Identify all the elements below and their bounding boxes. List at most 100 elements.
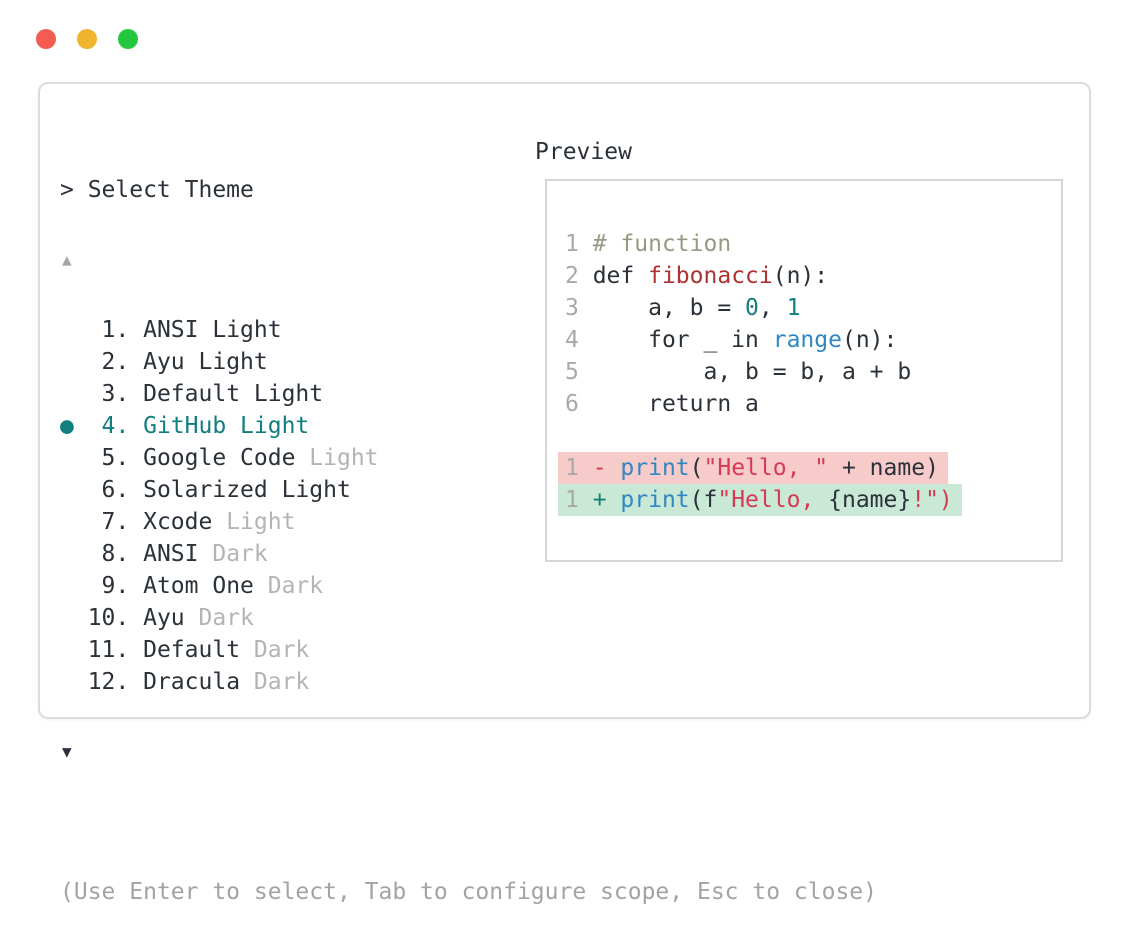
item-number: 8. bbox=[73, 541, 144, 567]
item-number: 12. bbox=[73, 669, 144, 695]
preview-title: Preview bbox=[535, 139, 632, 165]
item-label: Ayu bbox=[143, 605, 185, 631]
code-token: , bbox=[758, 295, 787, 321]
code-token: 0 bbox=[745, 295, 759, 321]
theme-item-ansi-dark[interactable]: 8. ANSI Dark bbox=[60, 538, 877, 570]
code-token: print bbox=[620, 455, 690, 481]
code-line: 2 def fibonacci(n): bbox=[565, 260, 1061, 292]
item-label: ANSI bbox=[143, 541, 199, 567]
theme-list: 1. ANSI Light 2. Ayu Light 3. Default Li… bbox=[60, 314, 877, 698]
zoom-button[interactable] bbox=[118, 29, 138, 49]
code-token: return a bbox=[578, 391, 759, 417]
theme-item-solarized-light[interactable]: 6. Solarized Light bbox=[60, 474, 877, 506]
item-label: Default Light bbox=[143, 381, 324, 407]
code-token: + bbox=[578, 487, 621, 513]
item-number: 3. bbox=[73, 381, 144, 407]
close-button[interactable] bbox=[36, 29, 56, 49]
code-token: a, b = bbox=[578, 295, 746, 321]
item-number: 9. bbox=[73, 573, 144, 599]
marker-space bbox=[60, 317, 74, 343]
item-number: 4. bbox=[73, 413, 144, 439]
item-label: Dracula bbox=[143, 669, 241, 695]
marker-space bbox=[60, 605, 74, 631]
theme-item-ayu-light[interactable]: 2. Ayu Light bbox=[60, 346, 877, 378]
code-token: !") bbox=[911, 487, 953, 513]
code-line: 5 a, b = b, a + b bbox=[565, 356, 1061, 388]
marker-space bbox=[60, 477, 74, 503]
item-label: Atom One bbox=[143, 573, 254, 599]
item-label: Dark bbox=[198, 541, 268, 567]
theme-item-atom-one-dark[interactable]: 9. Atom One Dark bbox=[60, 570, 877, 602]
code-line: 1 # function bbox=[565, 228, 1061, 260]
window-controls bbox=[36, 29, 138, 49]
item-number: 7. bbox=[73, 509, 144, 535]
theme-item-default-dark[interactable]: 11. Default Dark bbox=[60, 634, 877, 666]
code-token: def bbox=[578, 263, 649, 289]
minimize-button[interactable] bbox=[77, 29, 97, 49]
code-token: 1 bbox=[786, 295, 801, 321]
item-number: 2. bbox=[73, 349, 144, 375]
item-label: Dark bbox=[240, 637, 310, 663]
code-token: fibonacci bbox=[648, 263, 773, 289]
line-number: 6 bbox=[565, 391, 579, 417]
theme-item-default-light[interactable]: 3. Default Light bbox=[60, 378, 877, 410]
theme-item-dracula-dark[interactable]: 12. Dracula Dark bbox=[60, 666, 877, 698]
theme-item-ansi-light[interactable]: 1. ANSI Light bbox=[60, 314, 877, 346]
marker-space bbox=[60, 573, 74, 599]
code-token: print bbox=[620, 487, 690, 513]
selected-bullet-icon: ● bbox=[60, 413, 74, 439]
code-token: (f bbox=[689, 487, 718, 513]
marker-space bbox=[60, 637, 74, 663]
theme-picker-window: > Select Theme ▲ 1. ANSI Light 2. Ayu Li… bbox=[38, 82, 1091, 905]
marker-space bbox=[60, 669, 74, 695]
item-label: Xcode bbox=[143, 509, 213, 535]
theme-item-google-code-light[interactable]: 5. Google Code Light bbox=[60, 442, 877, 474]
diff-highlight: 1 + print(f"Hello, {name}!") bbox=[558, 484, 962, 516]
item-label: Solarized Light bbox=[143, 477, 351, 503]
line-number: 4 bbox=[565, 327, 579, 353]
item-number: 10. bbox=[73, 605, 144, 631]
item-label: Dark bbox=[253, 573, 324, 599]
code-token: (n): bbox=[841, 327, 898, 353]
code-line: 4 for _ in range(n): bbox=[565, 324, 1061, 356]
item-number: 1. bbox=[73, 317, 144, 343]
code-token: (n): bbox=[772, 263, 829, 289]
line-number: 1 bbox=[565, 231, 579, 257]
scroll-down-indicator[interactable]: ▼ bbox=[62, 742, 72, 761]
code-token: "Hello, " bbox=[703, 455, 829, 481]
marker-space bbox=[60, 349, 74, 375]
line-number: 3 bbox=[565, 295, 579, 321]
item-label: Dark bbox=[184, 605, 254, 631]
diff-added-line: 1 + print(f"Hello, {name}!") bbox=[558, 484, 1061, 516]
marker-space bbox=[60, 445, 74, 471]
diff-highlight: 1 - print("Hello, " + name) bbox=[558, 452, 948, 484]
code-token: for _ in bbox=[578, 327, 773, 353]
line-number: 2 bbox=[565, 263, 579, 289]
code-line: 6 return a bbox=[565, 388, 1061, 420]
code-token: + name) bbox=[828, 455, 939, 481]
item-label: Light bbox=[295, 445, 379, 471]
theme-item-github-light[interactable]: ● 4. GitHub Light bbox=[60, 410, 877, 442]
code-token: - bbox=[578, 455, 621, 481]
item-label: Google Code bbox=[143, 445, 296, 471]
item-label: GitHub Light bbox=[143, 413, 310, 439]
code-token: range bbox=[772, 327, 842, 353]
theme-item-xcode-light[interactable]: 7. Xcode Light bbox=[60, 506, 877, 538]
item-label: Light bbox=[212, 509, 296, 535]
scroll-up-indicator[interactable]: ▲ bbox=[62, 250, 72, 269]
prompt: > Select Theme bbox=[60, 177, 254, 203]
code-token: a, b = b, a + b bbox=[578, 359, 912, 385]
item-number: 5. bbox=[73, 445, 144, 471]
item-number: 6. bbox=[73, 477, 144, 503]
item-label: Default bbox=[143, 637, 241, 663]
code-token: {name} bbox=[828, 487, 912, 513]
code-token: "Hello, bbox=[717, 487, 829, 513]
line-number: 1 bbox=[565, 455, 579, 481]
theme-item-ayu-dark[interactable]: 10. Ayu Dark bbox=[60, 602, 877, 634]
code-token: ( bbox=[689, 455, 704, 481]
line-number: 1 bbox=[565, 487, 579, 513]
item-label: Dark bbox=[240, 669, 310, 695]
